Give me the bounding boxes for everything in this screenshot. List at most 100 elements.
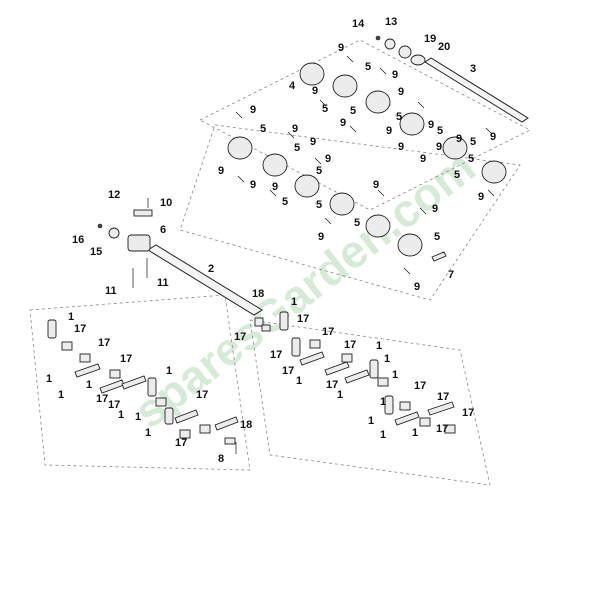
washer-19 <box>398 45 412 59</box>
callout-1: 1 <box>412 427 418 439</box>
blade-1 <box>279 311 289 331</box>
spacer-18 <box>224 437 236 445</box>
hub-5 <box>481 160 507 184</box>
callout-5: 5 <box>282 196 288 208</box>
blade-1 <box>324 361 350 376</box>
callout-1: 1 <box>337 389 343 401</box>
hub-5 <box>442 136 468 160</box>
pin-9 <box>417 101 425 109</box>
callout-18: 18 <box>252 288 264 300</box>
callout-9: 9 <box>398 141 404 153</box>
hub-5 <box>365 214 391 238</box>
callout-9: 9 <box>436 141 442 153</box>
callout-1: 1 <box>384 353 390 365</box>
callout-1: 1 <box>46 373 52 385</box>
hub-4 <box>299 62 325 86</box>
callout-17: 17 <box>344 339 356 351</box>
blade-1 <box>174 409 199 424</box>
callout-1: 1 <box>376 340 382 352</box>
sleeve-17 <box>79 353 91 363</box>
callout-9: 9 <box>414 281 420 293</box>
callout-5: 5 <box>434 231 440 243</box>
hub-row-lower <box>227 136 423 257</box>
right-flail-outline <box>249 319 491 486</box>
flail-blades <box>47 311 456 454</box>
sleeve-17 <box>399 401 411 411</box>
bearing-20 <box>410 54 426 66</box>
bearing-block-6 <box>127 234 151 252</box>
callout-17: 17 <box>98 337 110 349</box>
callout-5: 5 <box>396 111 402 123</box>
callout-11: 11 <box>105 285 117 297</box>
callout-9: 9 <box>386 125 392 137</box>
callout-12: 12 <box>108 189 120 201</box>
callout-20: 20 <box>438 41 450 53</box>
blade-1 <box>121 375 147 390</box>
callout-17: 17 <box>108 399 120 411</box>
callout-9: 9 <box>373 179 379 191</box>
callout-5: 5 <box>470 136 476 148</box>
hub-5 <box>294 174 320 198</box>
callout-17: 17 <box>74 323 86 335</box>
left-flail-outline <box>29 294 251 471</box>
callout-9: 9 <box>272 181 278 193</box>
callout-9: 9 <box>456 133 462 145</box>
callout-18: 18 <box>240 419 252 431</box>
blade-1 <box>394 411 420 426</box>
blade-1 <box>147 377 157 397</box>
callout-4: 4 <box>289 80 296 92</box>
callout-9: 9 <box>250 104 256 116</box>
sleeve-17 <box>261 324 271 332</box>
callout-16: 16 <box>72 234 84 246</box>
callout-5: 5 <box>316 165 322 177</box>
callout-17: 17 <box>96 393 108 405</box>
callout-5: 5 <box>468 153 474 165</box>
sleeve-17 <box>419 417 431 427</box>
callout-9: 9 <box>432 203 438 215</box>
hub-5 <box>332 74 358 98</box>
pin-9 <box>324 217 332 225</box>
blade-1 <box>47 319 57 339</box>
callout-19: 19 <box>424 33 436 45</box>
callout-5: 5 <box>260 123 266 135</box>
blade-1 <box>369 359 379 379</box>
sleeve-17 <box>309 339 321 349</box>
callout-5: 5 <box>354 217 360 229</box>
callout-5: 5 <box>365 61 371 73</box>
pin-14 <box>375 35 381 41</box>
pin-9 <box>377 189 385 197</box>
callout-11: 11 <box>157 277 169 289</box>
hub-5 <box>365 90 391 114</box>
callout-5: 5 <box>316 199 322 211</box>
hub-row-upper <box>299 62 507 184</box>
callout-9: 9 <box>428 119 434 131</box>
pin-9 <box>485 127 493 135</box>
pin-9 <box>349 125 357 133</box>
callout-17: 17 <box>270 349 282 361</box>
callout-8: 8 <box>218 453 224 465</box>
pins-9 <box>235 55 495 275</box>
callout-17: 17 <box>297 313 309 325</box>
callout-1: 1 <box>380 429 386 441</box>
blade-1 <box>299 351 325 366</box>
hub-5 <box>399 112 425 136</box>
callout-1: 1 <box>118 409 124 421</box>
hub-5 <box>329 192 355 216</box>
pin-7 <box>431 251 447 262</box>
pin-9 <box>487 189 495 197</box>
sleeve-18 <box>254 317 264 327</box>
blade-1 <box>164 407 174 425</box>
pin-9 <box>319 99 327 107</box>
callout-1: 1 <box>68 311 74 323</box>
callout-6: 6 <box>160 224 166 236</box>
callout-9: 9 <box>218 165 224 177</box>
callout-9: 9 <box>338 42 344 54</box>
callout-5: 5 <box>350 105 356 117</box>
callout-2: 2 <box>208 263 214 275</box>
callout-9: 9 <box>420 153 426 165</box>
callout-7: 7 <box>448 269 454 281</box>
callout-17: 17 <box>414 380 426 392</box>
callout-9: 9 <box>312 85 318 97</box>
